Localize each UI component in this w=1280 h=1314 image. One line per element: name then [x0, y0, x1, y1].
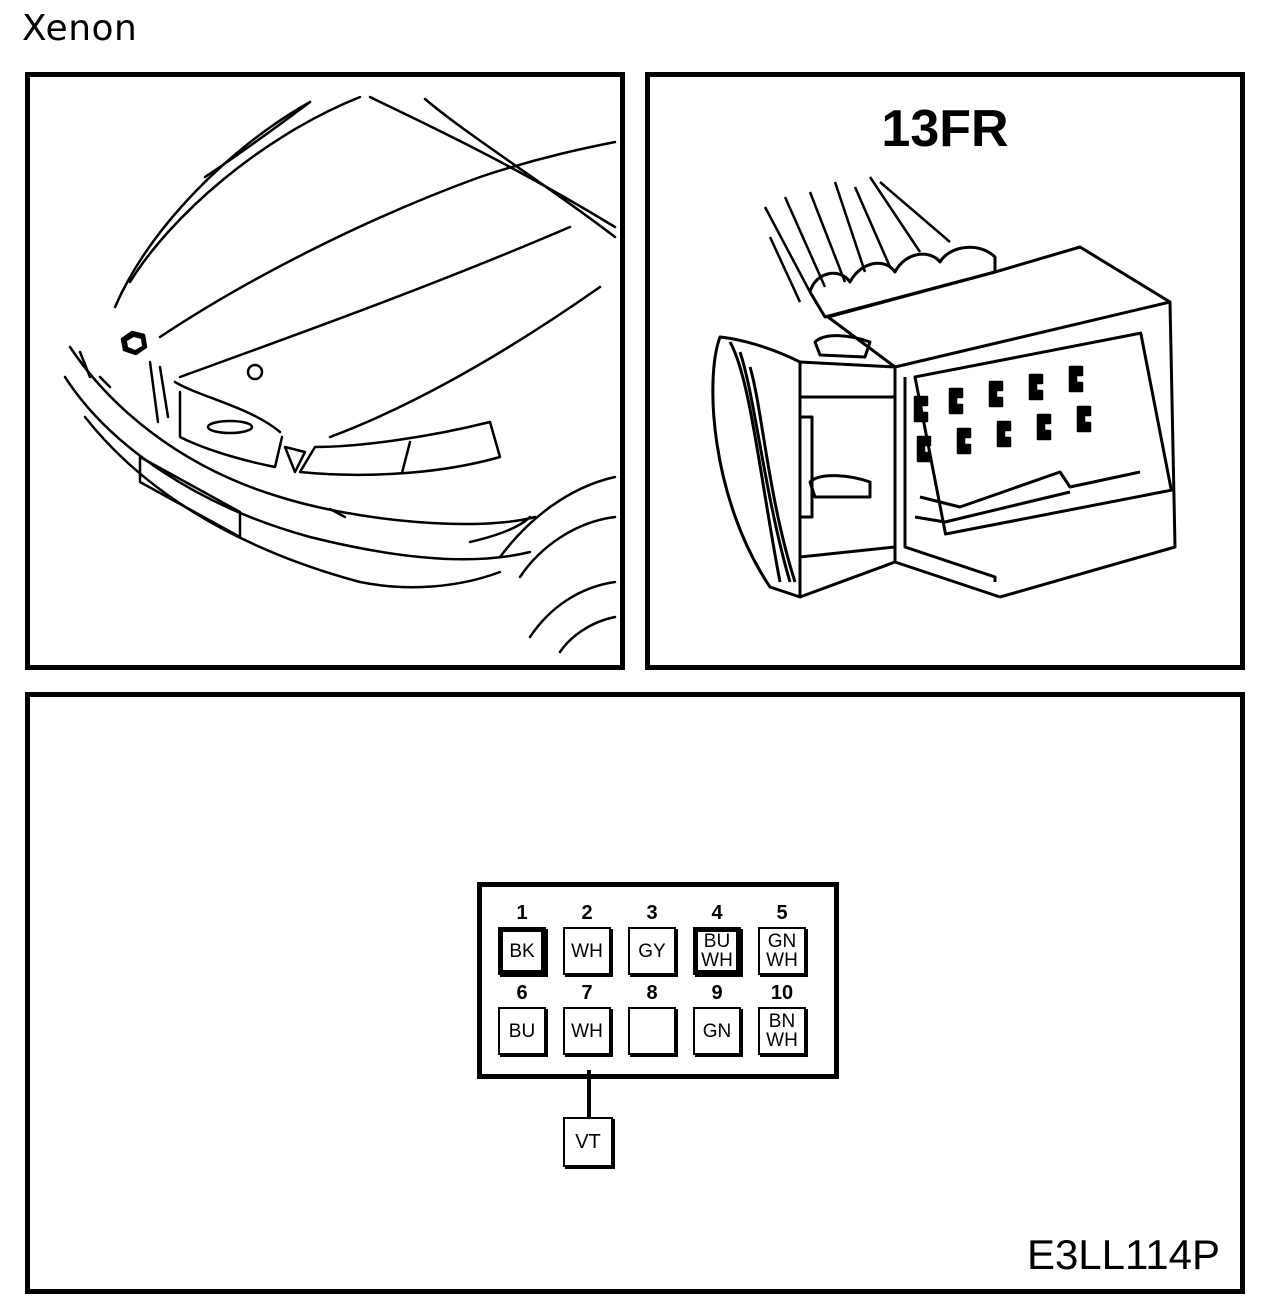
pin-number: 1: [516, 902, 528, 924]
connector-view: 13FR: [645, 72, 1245, 670]
pin-number: 4: [711, 902, 723, 924]
pin-wire-color: GN WH: [758, 927, 806, 975]
pin-number: 3: [646, 902, 658, 924]
splice-box: VT: [563, 1117, 613, 1167]
figure-id: E3LL114P: [1026, 1231, 1220, 1278]
pin-number: 8: [646, 982, 658, 1004]
connector-face-frame: [477, 882, 839, 1079]
pin-number: 6: [516, 982, 528, 1004]
pin-wire-color: BN WH: [758, 1007, 806, 1055]
splice-wire: [587, 1070, 591, 1118]
pin-number: 9: [711, 982, 723, 1004]
pin-wire-color: [628, 1007, 676, 1055]
pin-wire-color: BK: [498, 927, 546, 975]
vehicle-location-view: [25, 72, 625, 670]
pin-number: 7: [581, 982, 593, 1004]
connector-illustration: [711, 176, 1177, 599]
pin-wire-color: WH: [563, 1007, 611, 1055]
car-front-illustration: [63, 95, 617, 654]
pin-wire-color: GY: [628, 927, 676, 975]
pin-wire-color: GN: [693, 1007, 741, 1055]
pin-number: 5: [776, 902, 788, 924]
pin-number: 2: [581, 902, 593, 924]
connector-code: 13FR: [881, 100, 1009, 158]
pin-wire-color: BU: [498, 1007, 546, 1055]
pin-wire-color: WH: [563, 927, 611, 975]
pin-wire-color: BU WH: [693, 927, 741, 975]
page-title: Xenon: [22, 8, 138, 49]
pin-number: 10: [770, 982, 794, 1004]
